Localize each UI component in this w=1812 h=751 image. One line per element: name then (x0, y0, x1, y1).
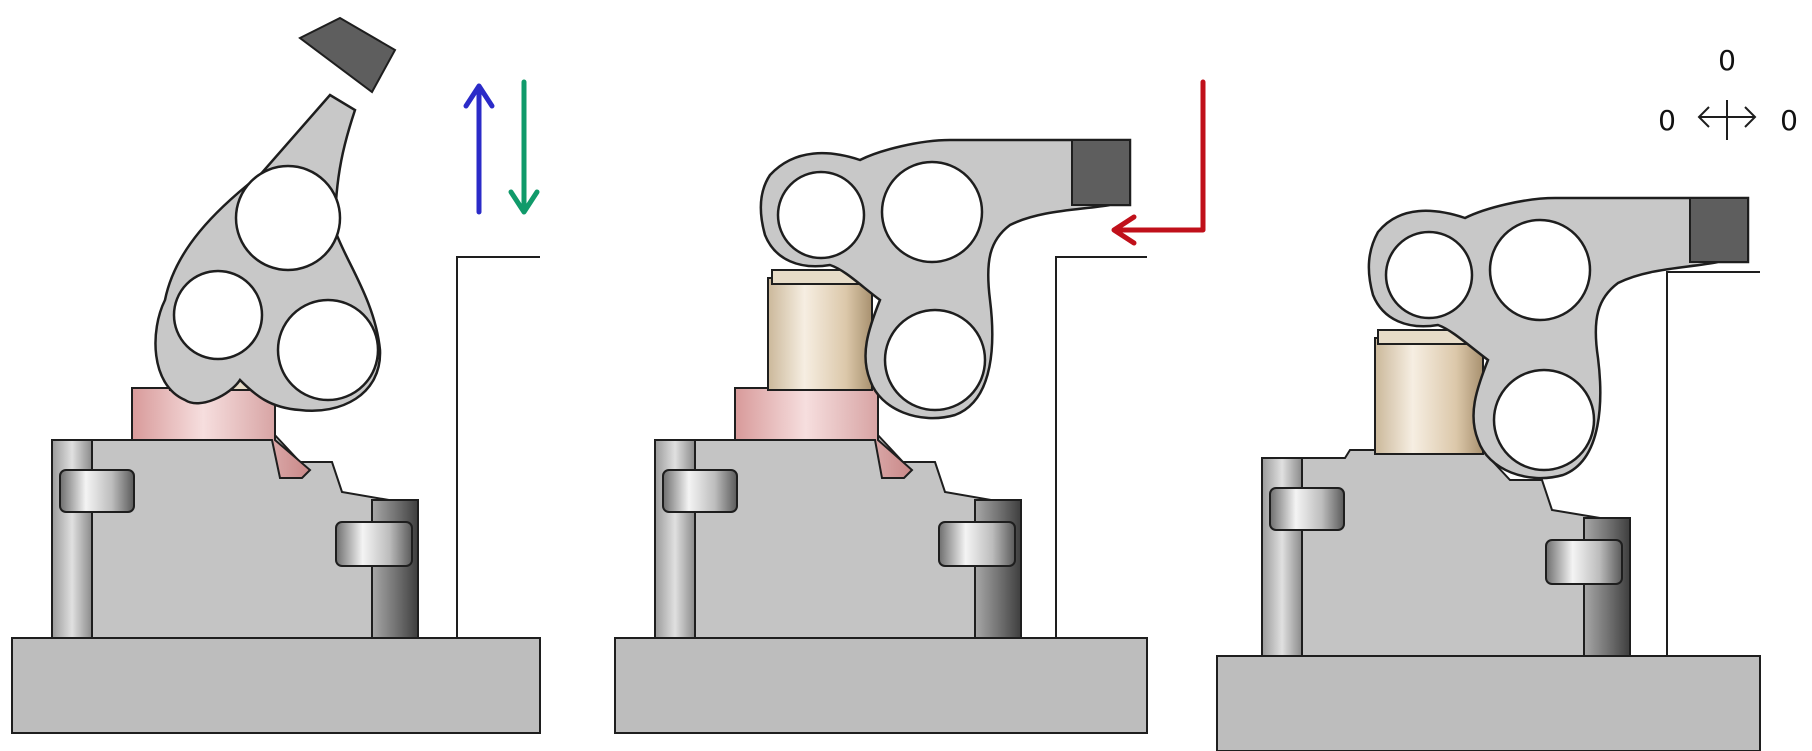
arm-hole-right (883, 308, 987, 412)
arm-tip (1689, 197, 1749, 263)
right-bolt (335, 521, 413, 567)
right-post (371, 499, 419, 639)
extended-cylinder (767, 277, 873, 391)
ground-slab (11, 637, 541, 734)
arm-hole-upper (234, 164, 342, 272)
left-bolt (662, 469, 738, 513)
wall-outline (1666, 271, 1760, 656)
wall-outline (1055, 256, 1147, 638)
arm-hole-left (1384, 230, 1474, 320)
red-down-left-arrow (1111, 79, 1206, 246)
extended-cylinder (1374, 337, 1484, 455)
arm-hole-left (776, 170, 866, 260)
indicator-right-value: 0 (1780, 104, 1798, 137)
clamp-arm (154, 16, 397, 412)
ground-slab (1216, 655, 1761, 751)
indicator-top-value: 0 (1718, 44, 1736, 77)
right-post (974, 499, 1022, 639)
ground-slab (614, 637, 1148, 734)
right-post (1583, 517, 1631, 657)
right-bolt (1545, 539, 1623, 585)
arm-hole-right (1492, 368, 1596, 472)
arm-hole-right (276, 298, 380, 402)
left-bolt (1269, 487, 1345, 531)
double-arrow-icon (1697, 100, 1757, 140)
arm-tip (1071, 139, 1131, 206)
arm-hole-left (172, 269, 264, 361)
clamp-arm (1367, 196, 1750, 480)
blue-up-arrow (463, 83, 495, 215)
clamp-arm (759, 138, 1132, 420)
indicator-left-value: 0 (1658, 104, 1676, 137)
pink-collar (734, 387, 914, 479)
right-bolt (938, 521, 1016, 567)
panel-1 (11, 16, 541, 734)
panel-3 (1216, 196, 1761, 751)
arm-hole-upper (1488, 218, 1592, 322)
displacement-indicator: 0 0 0 (1658, 44, 1798, 140)
panel-2 (614, 79, 1206, 734)
green-down-arrow (508, 79, 540, 215)
arm-hole-upper (880, 160, 984, 264)
wall-outline (456, 256, 540, 638)
left-bolt (59, 469, 135, 513)
